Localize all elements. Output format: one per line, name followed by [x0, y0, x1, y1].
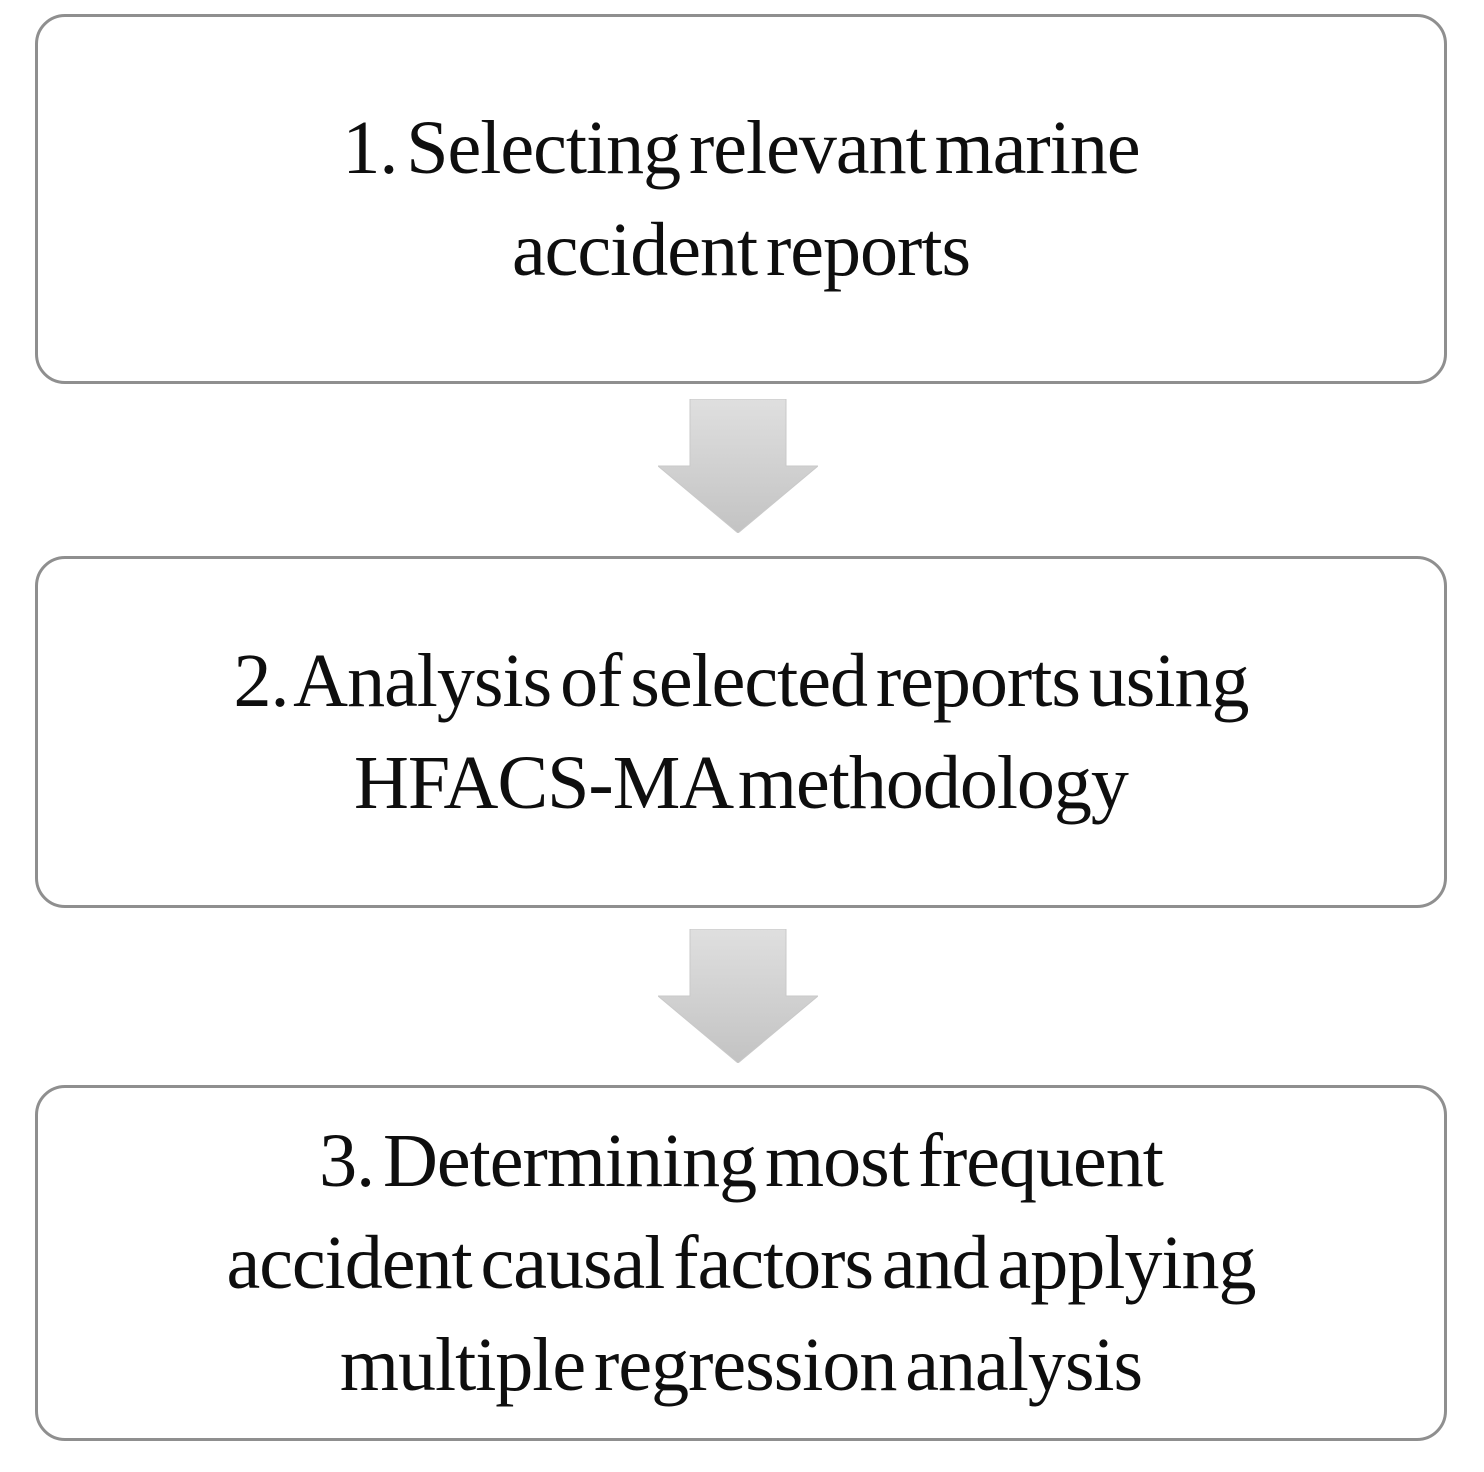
- text-line: multiple regression analysis: [339, 1323, 1143, 1407]
- flow-step-3-label: 3. Determining most frequent accident ca…: [226, 1110, 1256, 1416]
- down-arrow-icon: [658, 929, 818, 1063]
- text-line: accident causal factors and applying: [226, 1221, 1256, 1305]
- text-line: 2. Analysis of selected reports using: [233, 639, 1250, 723]
- down-arrow-icon: [658, 399, 818, 533]
- text-line: accident reports: [511, 208, 971, 292]
- flow-step-1-label: 1. Selecting relevant marine accident re…: [342, 97, 1140, 301]
- text-line: HFACS-MA methodology: [354, 741, 1129, 825]
- flow-step-2-label: 2. Analysis of selected reports using HF…: [233, 630, 1250, 834]
- text-line: 1. Selecting relevant marine: [342, 106, 1140, 190]
- text-line: 3. Determining most frequent: [319, 1119, 1164, 1203]
- flow-step-3: 3. Determining most frequent accident ca…: [35, 1085, 1447, 1441]
- flow-step-1: 1. Selecting relevant marine accident re…: [35, 14, 1447, 384]
- flow-step-2: 2. Analysis of selected reports using HF…: [35, 556, 1447, 908]
